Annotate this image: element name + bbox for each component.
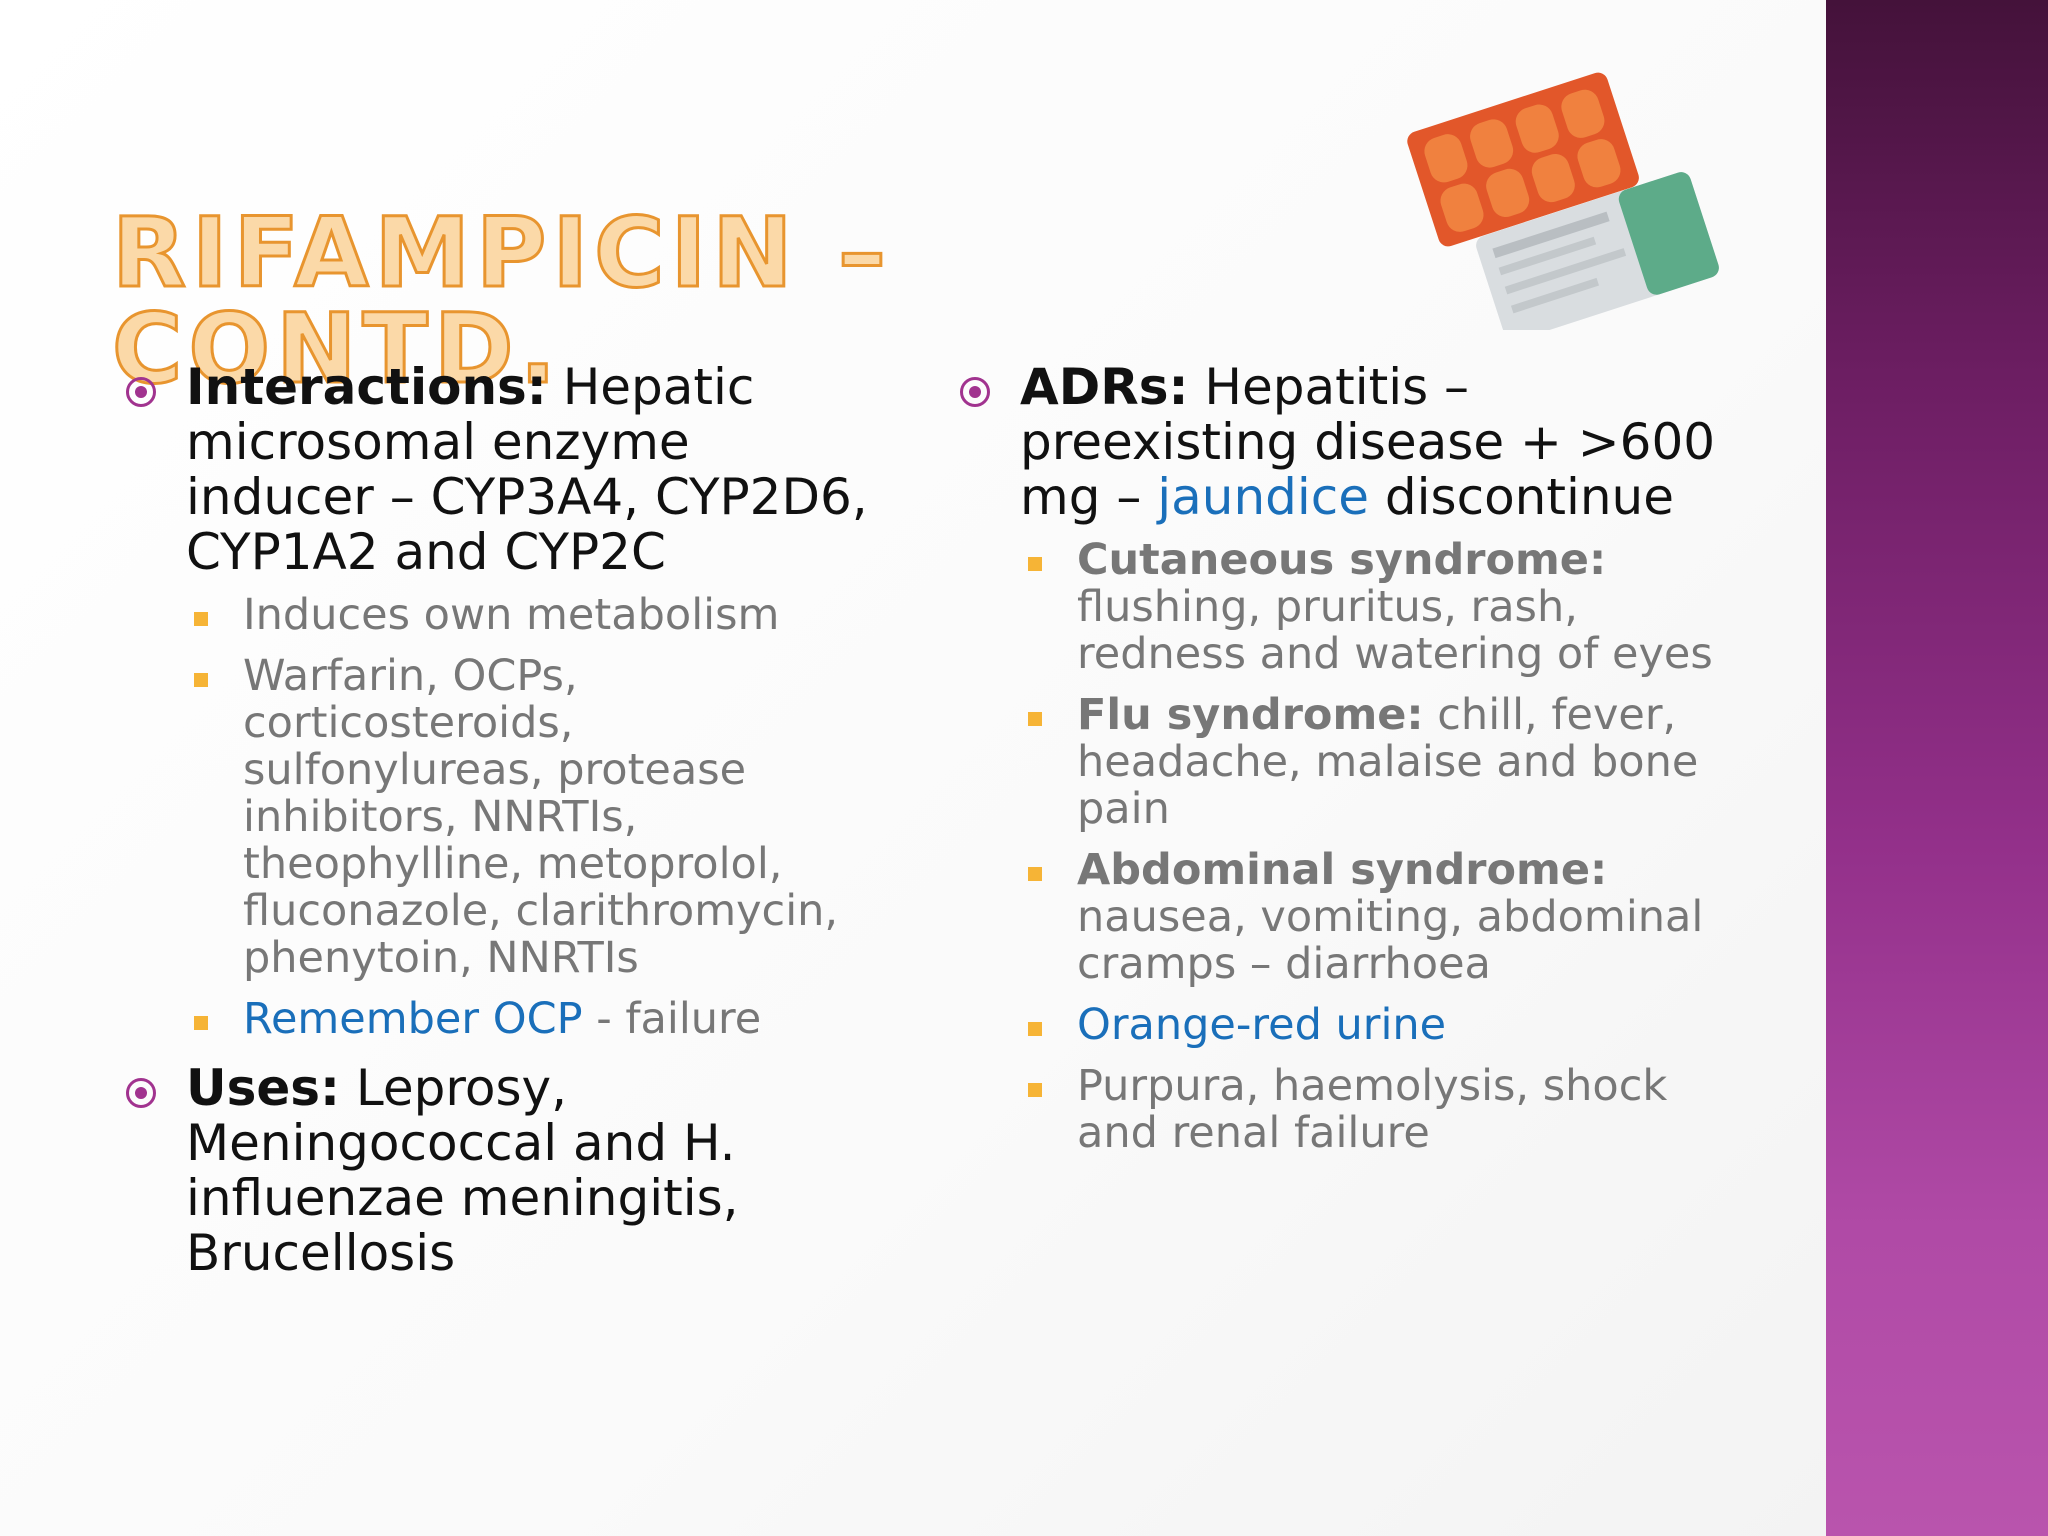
remember-ocp-highlight: Remember OCP — [243, 994, 583, 1044]
square-bullet-icon — [1028, 1022, 1042, 1036]
blister-pack-image — [1407, 72, 1719, 330]
sub-item: Remember OCP - failure — [186, 996, 886, 1043]
list-item-uses: Uses: Leprosy, Meningococcal and H. infl… — [126, 1061, 886, 1281]
sub-item-text: Purpura, haemolysis, shock and renal fai… — [1077, 1061, 1668, 1158]
sub-item-text: Induces own metabolism — [243, 590, 780, 640]
sub-item: Purpura, haemolysis, shock and renal fai… — [1020, 1063, 1730, 1157]
cutaneous-label: Cutaneous syndrome: — [1077, 535, 1607, 585]
list-item-adrs: ADRs: Hepatitis – preexisting disease + … — [960, 360, 1730, 1157]
sub-item-text: flushing, pruritus, rash, redness and wa… — [1077, 582, 1713, 679]
square-bullet-icon — [194, 612, 208, 626]
sub-item-text: Warfarin, OCPs, corticosteroids, sulfony… — [243, 651, 839, 983]
jaundice-highlight: jaundice — [1157, 468, 1370, 526]
sub-item: Induces own metabolism — [186, 592, 886, 639]
adrs-label: ADRs: — [1020, 358, 1189, 416]
sub-item: Cutaneous syndrome: flushing, pruritus, … — [1020, 537, 1730, 678]
sidebar-gradient — [1826, 0, 2048, 1536]
square-bullet-icon — [194, 673, 208, 687]
circle-bullet-icon — [126, 1078, 156, 1108]
adrs-text-end: discontinue — [1369, 468, 1675, 526]
flu-label: Flu syndrome: — [1077, 690, 1424, 740]
sub-item: Flu syndrome: chill, fever, headache, ma… — [1020, 692, 1730, 833]
left-column: Interactions: Hepatic microsomal enzyme … — [126, 360, 886, 1299]
sub-item-text: chill, fever, headache, malaise and bone… — [1077, 690, 1699, 834]
orange-red-urine-highlight: Orange-red urine — [1077, 1000, 1447, 1050]
interactions-label: Interactions: — [186, 358, 547, 416]
sub-item-text: - failure — [582, 994, 762, 1044]
square-bullet-icon — [1028, 557, 1042, 571]
adrs-text: Hepatitis – preexisting disease + >600 m… — [1020, 358, 1716, 526]
abdominal-label: Abdominal syndrome: — [1077, 845, 1608, 895]
circle-bullet-icon — [126, 377, 156, 407]
uses-text: Leprosy, Meningococcal and H. influenzae… — [186, 1059, 739, 1282]
slide-title: Rifampicin – contd. — [111, 197, 893, 405]
uses-label: Uses: — [186, 1059, 341, 1117]
circle-bullet-icon — [960, 377, 990, 407]
sub-item: Abdominal syndrome: nausea, vomiting, ab… — [1020, 847, 1730, 988]
sub-item: Warfarin, OCPs, corticosteroids, sulfony… — [186, 653, 886, 982]
right-column: ADRs: Hepatitis – preexisting disease + … — [960, 360, 1730, 1175]
sub-item-text: nausea, vomiting, abdominal cramps – dia… — [1077, 892, 1704, 989]
interactions-text: Hepatic microsomal enzyme inducer – CYP3… — [186, 358, 868, 581]
square-bullet-icon — [1028, 1083, 1042, 1097]
sub-item: Orange-red urine — [1020, 1002, 1730, 1049]
square-bullet-icon — [194, 1016, 208, 1030]
square-bullet-icon — [1028, 867, 1042, 881]
list-item-interactions: Interactions: Hepatic microsomal enzyme … — [126, 360, 886, 1043]
square-bullet-icon — [1028, 712, 1042, 726]
